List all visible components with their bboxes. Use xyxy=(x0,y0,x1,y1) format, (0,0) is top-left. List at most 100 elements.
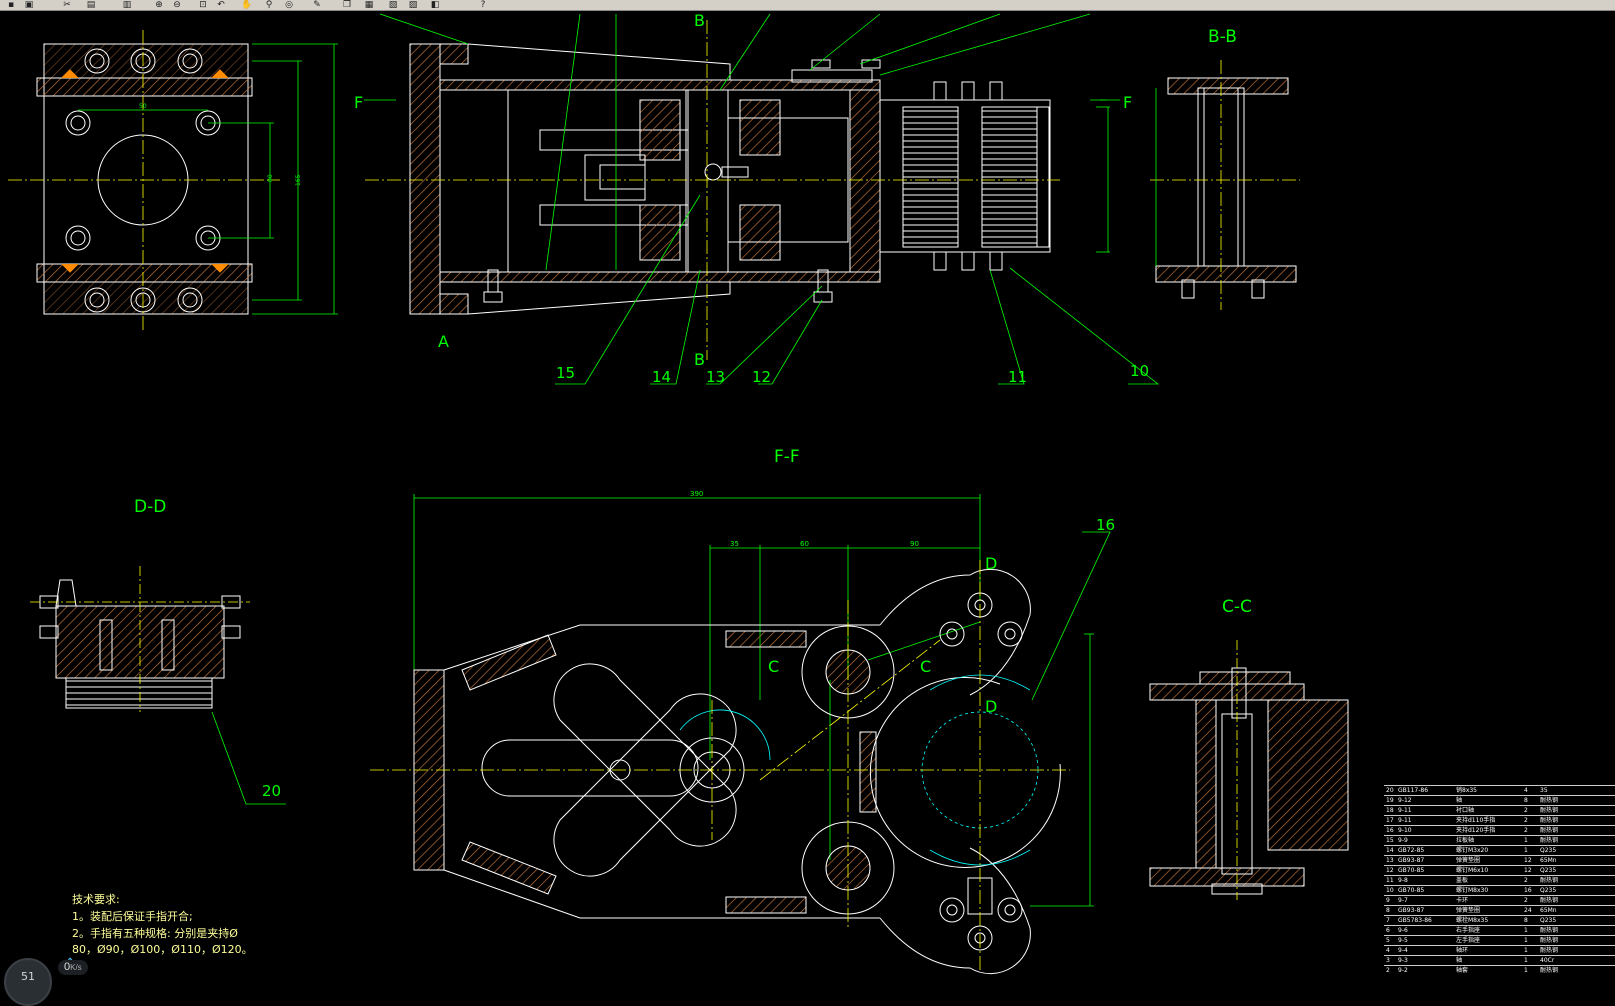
bom-cell-code: 9-7 xyxy=(1398,897,1408,904)
section-title-dd: D-D xyxy=(134,497,166,517)
bom-cell-no: 6 xyxy=(1386,927,1390,934)
paste-icon[interactable]: ▤ xyxy=(86,0,96,10)
dim-165: 165 xyxy=(295,174,302,186)
bom-cell-mat: 耐热钢 xyxy=(1540,877,1559,884)
bom-cell-name: 弹簧垫圈 xyxy=(1456,857,1481,864)
bom-cell-no: 20 xyxy=(1386,787,1394,794)
section-mark-d-top: D xyxy=(985,554,997,573)
zoom-prev-icon[interactable]: ↶ xyxy=(217,0,225,10)
bom-cell-no: 19 xyxy=(1386,797,1394,804)
bom-cell-name: 轴套 xyxy=(1456,967,1469,974)
section-ff xyxy=(413,568,1061,975)
open-icon[interactable]: ▣ xyxy=(24,0,34,10)
save-icon[interactable]: ▪ xyxy=(7,0,15,10)
match-properties-icon[interactable]: ✎ xyxy=(313,0,321,10)
balloon-10: 10 xyxy=(1130,362,1149,380)
bom-cell-code: GB70-85 xyxy=(1398,867,1425,874)
zoom-realtime-icon[interactable]: ⚲ xyxy=(265,0,273,10)
zoom-window-icon[interactable]: ⊡ xyxy=(199,0,207,10)
end-view xyxy=(36,43,253,315)
section-ff-dims xyxy=(413,494,1111,907)
bom-cell-code: GB117-86 xyxy=(1398,787,1429,794)
layer-icon[interactable]: ◧ xyxy=(430,0,440,10)
bom-cell-mat: 耐热钢 xyxy=(1540,947,1559,954)
cut-icon[interactable]: ✂ xyxy=(63,0,71,10)
bom-cell-mat: Q235 xyxy=(1540,867,1557,874)
network-speed-widget[interactable]: 51 ↑ 0K/s xyxy=(4,957,124,1006)
bom-cell-name: 轴环 xyxy=(1456,947,1469,954)
section-ff-centerlines xyxy=(370,560,1070,972)
bom-cell-mat: 耐热钢 xyxy=(1540,797,1559,804)
bom-cell-name: 螺钉M3x20 xyxy=(1456,847,1489,854)
bom-cell-mat: Q235 xyxy=(1540,917,1557,924)
pan-icon[interactable]: ✋ xyxy=(241,0,253,10)
bom-cell-qty: 4 xyxy=(1524,787,1528,794)
section-title-cc: C-C xyxy=(1222,597,1252,617)
bom-cell-mat: 耐热钢 xyxy=(1540,837,1559,844)
copy-icon[interactable]: ❐ xyxy=(342,0,352,10)
bom-cell-code: GB72-85 xyxy=(1398,847,1425,854)
section-mark-f-right: F xyxy=(1123,93,1132,112)
bom-cell-mat: 35 xyxy=(1540,787,1548,794)
bom-cell-qty: 16 xyxy=(1524,887,1532,894)
balloon-13: 13 xyxy=(706,368,725,386)
bom-cell-name: 销8x35 xyxy=(1456,787,1478,794)
zoom-in-icon[interactable]: ⊕ xyxy=(155,0,163,10)
balloon-14: 14 xyxy=(652,368,671,386)
bom-cell-code: 9-2 xyxy=(1398,967,1408,974)
plan-view xyxy=(409,43,1051,315)
bom-cell-name: 螺栓M8x35 xyxy=(1456,917,1489,924)
bom-cell-code: GB93-87 xyxy=(1398,907,1425,914)
bom-cell-no: 13 xyxy=(1386,857,1394,864)
cad-toolbar: ▪ ▣ ✂ ▤ ▥ ⊕ ⊖ ⊡ ↶ ✋ ⚲ ◎ ✎ ❐ ▦ ▧ ▨ ◧? xyxy=(0,0,1615,11)
drawing-canvas[interactable]: 50 80 165 xyxy=(0,10,1615,982)
balloon-12: 12 xyxy=(752,368,771,386)
bom-cell-code: 9-6 xyxy=(1398,927,1408,934)
section-title-bb: B-B xyxy=(1208,27,1237,47)
section-ff-labels: D D C C 16 xyxy=(768,516,1115,716)
bom-cell-qty: 8 xyxy=(1524,797,1528,804)
bom-cell-qty: 1 xyxy=(1524,927,1528,934)
bom-cell-no: 12 xyxy=(1386,867,1394,874)
print-icon[interactable]: ▥ xyxy=(122,0,132,10)
design-center-icon[interactable]: ▧ xyxy=(388,0,398,10)
bom-cell-qty: 2 xyxy=(1524,827,1528,834)
bom-cell-code: 9-5 xyxy=(1398,937,1408,944)
bom-cell-no: 17 xyxy=(1386,817,1394,824)
section-mark-c-left: C xyxy=(768,657,779,676)
bom-cell-qty: 24 xyxy=(1524,907,1532,914)
bom-cell-no: 4 xyxy=(1386,947,1390,954)
tech-req-line3: 80，Ø90，Ø100，Ø110，Ø120。 xyxy=(72,943,253,956)
properties-icon[interactable]: ▨ xyxy=(408,0,418,10)
orbit-icon[interactable]: ◎ xyxy=(285,0,293,10)
view-mark-a: A xyxy=(438,332,449,351)
bom-cell-qty: 1 xyxy=(1524,837,1528,844)
bom-cell-code: GB5783-86 xyxy=(1398,917,1432,924)
bom-cell-mat: 耐热钢 xyxy=(1540,937,1559,944)
bom-cell-mat: 耐热钢 xyxy=(1540,897,1559,904)
bom-cell-qty: 1 xyxy=(1524,957,1528,964)
bom-cell-code: GB70-85 xyxy=(1398,887,1425,894)
help-icon[interactable]: ? xyxy=(480,0,486,10)
bom-cell-name: 螺钉M8x30 xyxy=(1456,887,1489,894)
section-cc xyxy=(1149,667,1349,895)
tech-req-title: 技术要求: xyxy=(72,893,120,906)
dim-80: 80 xyxy=(267,174,274,182)
bom-cell-code: 9-12 xyxy=(1398,797,1412,804)
bom-cell-qty: 8 xyxy=(1524,917,1528,924)
zoom-out-icon[interactable]: ⊖ xyxy=(173,0,181,10)
bom-cell-qty: 1 xyxy=(1524,847,1528,854)
bom-cell-qty: 2 xyxy=(1524,877,1528,884)
bom-cell-qty: 1 xyxy=(1524,937,1528,944)
block-icon[interactable]: ▦ xyxy=(364,0,374,10)
